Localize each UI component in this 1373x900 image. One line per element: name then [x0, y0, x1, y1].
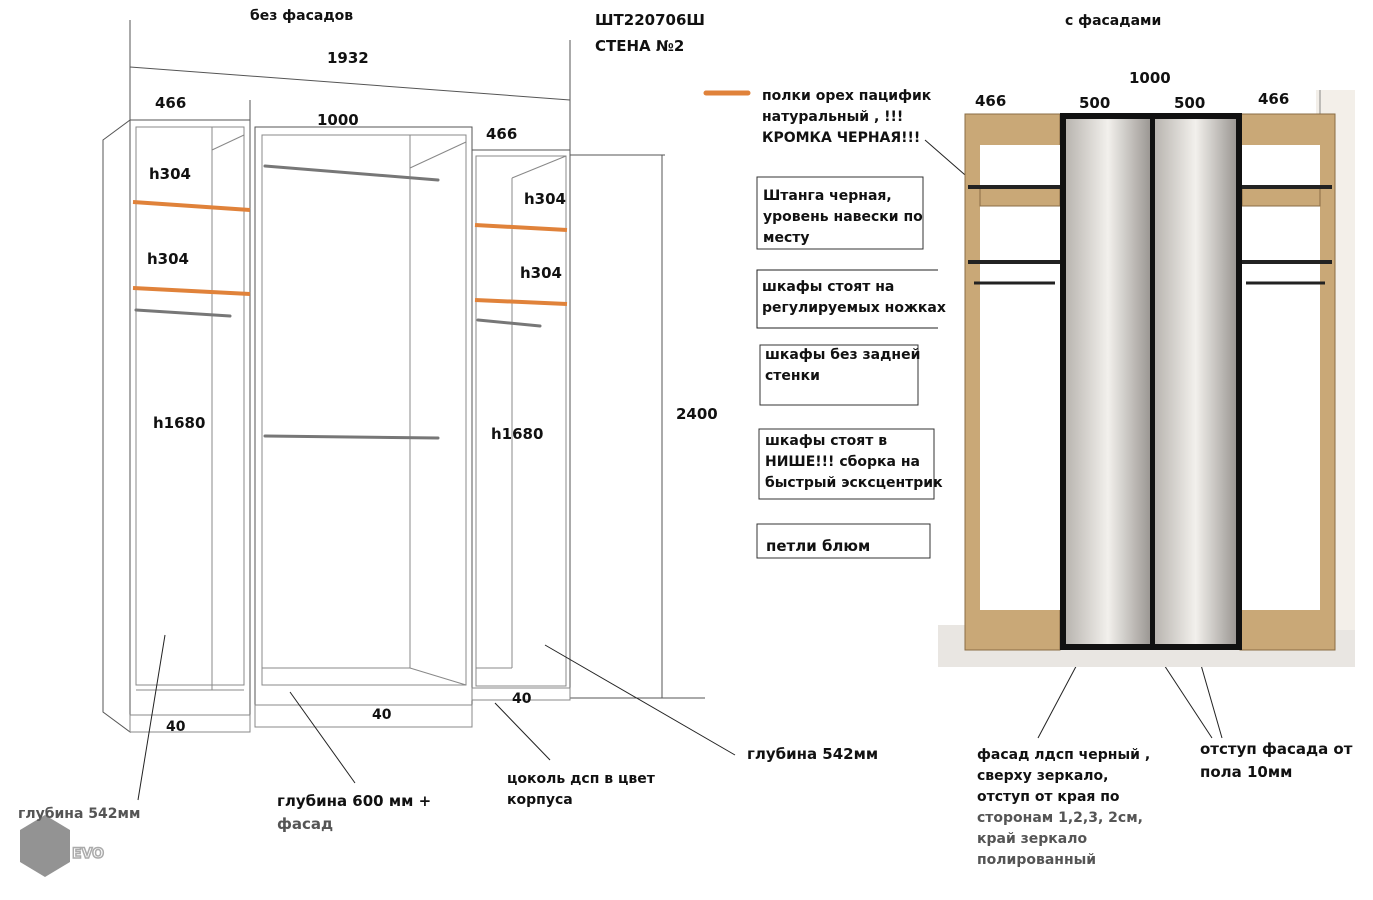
note-box-legs: шкафы стоят на регулируемых ножках — [756, 269, 946, 329]
plinth-label: 40 — [166, 719, 186, 735]
dim-width-left: 466 — [155, 94, 186, 112]
dim-width-right: 466 — [486, 125, 517, 143]
depth-middle-label-2: фасад — [277, 815, 333, 833]
dimension-lines — [129, 20, 705, 699]
order-code: ШТ220706Ш — [595, 11, 705, 29]
plinth-label: 40 — [512, 691, 532, 707]
depth-left-label: глубина 542мм — [18, 806, 140, 822]
shelf — [474, 223, 568, 232]
title-with-facades: с фасадами — [1065, 13, 1161, 29]
svg-text:уровень навески по: уровень навески по — [763, 209, 923, 225]
svg-text:шкафы стоят в: шкафы стоят в — [765, 433, 887, 449]
legend-line: КРОМКА ЧЕРНАЯ!!! — [762, 130, 920, 146]
svg-text:регулируемых ножках: регулируемых ножках — [762, 300, 946, 316]
hanging-rod — [476, 318, 542, 328]
shelf-height-label: h304 — [520, 264, 562, 282]
svg-text:петли блюм: петли блюм — [766, 537, 870, 555]
svg-text:полированный: полированный — [977, 852, 1096, 868]
svg-text:сторонам 1,2,3, 2см,: сторонам 1,2,3, 2см, — [977, 810, 1143, 826]
svg-text:EVO: EVO — [72, 846, 104, 862]
facade-note: фасад лдсп черный , сверху зеркало, отст… — [977, 747, 1150, 868]
dim-height: 2400 — [676, 405, 718, 423]
depth-middle-label: глубина 600 мм + — [277, 792, 431, 810]
dim-width-middle: 1000 — [317, 111, 359, 129]
svg-text:край зеркало: край зеркало — [977, 831, 1088, 847]
legend-line: натуральный , !!! — [762, 109, 903, 125]
shelf — [474, 298, 568, 306]
note-box-no-back: шкафы без задней стенки — [759, 344, 920, 406]
hanging-rod — [263, 434, 440, 440]
depth-right-label: глубина 542мм — [747, 745, 878, 763]
shelf — [132, 200, 251, 212]
facade-render — [938, 90, 1355, 667]
middle-cabinet — [254, 126, 473, 728]
title-no-facades: без фасадов — [250, 8, 353, 24]
note-box-rod: Штанга черная, уровень навески по месту — [756, 176, 924, 250]
hanging-rod — [134, 308, 232, 318]
shelf-height-label: h304 — [147, 250, 189, 268]
shelf-height-label: h304 — [149, 165, 191, 183]
note-box-niche: шкафы стоят в НИШЕ!!! сборка на быстрый … — [758, 428, 943, 500]
legend-line: полки орех пацифик — [762, 88, 932, 104]
offset-note: отступ фасада от пола 10мм — [1200, 740, 1353, 781]
mirror-door-left — [1066, 119, 1150, 644]
plinth-label: 40 — [372, 707, 392, 723]
mirror-door-right — [1155, 119, 1236, 644]
dim-width: 466 — [975, 92, 1006, 110]
svg-text:отступ фасада от: отступ фасада от — [1200, 740, 1353, 758]
hang-height-label: h1680 — [491, 425, 543, 443]
evo-watermark: EVO — [20, 815, 105, 877]
svg-text:шкафы без задней: шкафы без задней — [765, 347, 920, 363]
left-cabinet — [102, 119, 251, 733]
dim-door-total: 1000 — [1129, 69, 1171, 87]
svg-text:стенки: стенки — [765, 368, 820, 384]
hang-height-label: h1680 — [153, 414, 205, 432]
svg-text:фасад лдсп черный ,: фасад лдсп черный , — [977, 747, 1150, 763]
svg-text:пола 10мм: пола 10мм — [1200, 763, 1292, 781]
svg-text:шкафы стоят на: шкафы стоят на — [762, 279, 894, 295]
svg-text:сверху зеркало,: сверху зеркало, — [977, 768, 1109, 784]
right-cabinet — [471, 149, 571, 701]
svg-text:НИШЕ!!! сборка на: НИШЕ!!! сборка на — [765, 454, 920, 470]
wall-number: СТЕНА №2 — [595, 37, 684, 55]
plinth-note: цоколь дсп в цвет — [507, 771, 656, 787]
svg-text:месту: месту — [763, 230, 809, 246]
shelf-height-label: h304 — [524, 190, 566, 208]
dim-width: 500 — [1079, 94, 1110, 112]
dim-width: 500 — [1174, 94, 1205, 112]
shelf — [132, 286, 251, 296]
note-box-hinges: петли блюм — [756, 523, 931, 559]
plinth-note-2: корпуса — [507, 792, 573, 808]
dim-total-width: 1932 — [327, 49, 369, 67]
dim-width: 466 — [1258, 90, 1289, 108]
svg-text:Штанга черная,: Штанга черная, — [763, 188, 892, 204]
svg-text:отступ от края по: отступ от края по — [977, 789, 1120, 805]
hanging-rod — [263, 164, 440, 182]
svg-text:быстрый эсксцентрик: быстрый эсксцентрик — [765, 475, 943, 491]
